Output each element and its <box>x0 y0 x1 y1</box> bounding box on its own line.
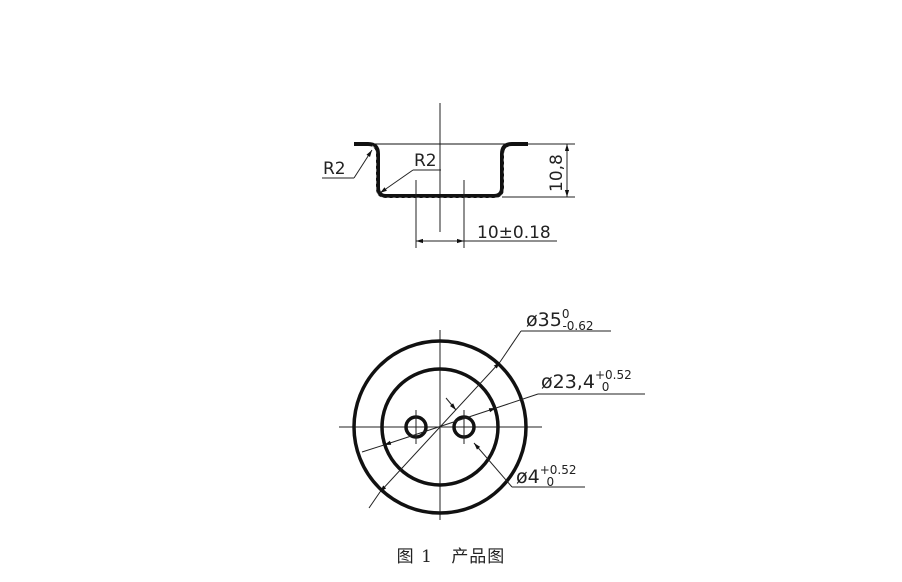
outer-diameter-label: ø350-0.62 <box>526 307 594 333</box>
figure-number: 图 1 <box>396 547 433 567</box>
outer-radius-label: R2 <box>323 159 346 179</box>
figure-caption: 图 1 产品图 <box>0 542 902 567</box>
inner-diameter-dim-line <box>383 407 497 446</box>
inner-radius-label: R2 <box>414 151 437 171</box>
hole-spacing-label: 10±0.18 <box>477 223 551 243</box>
height-label: 10,8 <box>547 154 567 192</box>
cup-profile <box>354 142 528 198</box>
figure-title: 产品图 <box>451 547 506 567</box>
hole-diameter-dim-line <box>473 442 513 488</box>
outer-circle <box>352 339 528 515</box>
section-view: 10±0.18 10,8 R2 R2 <box>322 103 575 248</box>
